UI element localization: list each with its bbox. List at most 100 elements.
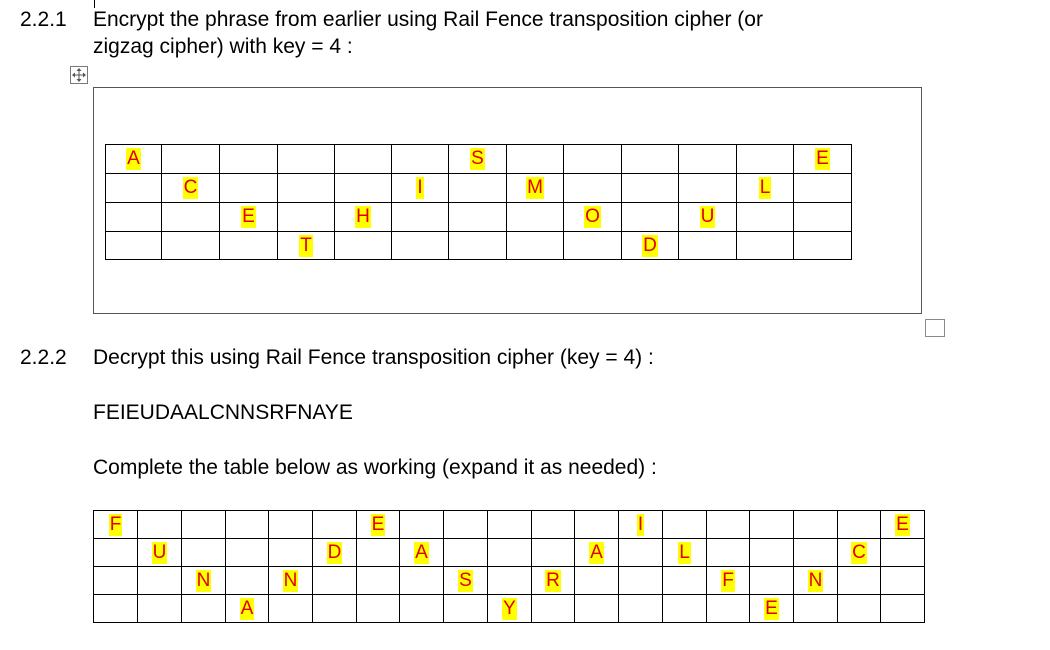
table-cell[interactable]: [706, 510, 750, 539]
table-cell[interactable]: E: [749, 594, 794, 623]
table-cell[interactable]: [334, 231, 392, 260]
table-cell[interactable]: [574, 594, 619, 623]
table-cell[interactable]: [399, 566, 444, 595]
table-cell[interactable]: C: [837, 538, 881, 567]
table-move-handle-icon[interactable]: [70, 66, 88, 84]
table-cell[interactable]: [356, 594, 400, 623]
table-cell[interactable]: [225, 510, 269, 539]
table-cell[interactable]: [277, 173, 335, 203]
table-cell[interactable]: [487, 538, 532, 567]
table-cell[interactable]: [399, 594, 444, 623]
table-cell[interactable]: [531, 594, 575, 623]
table-cell[interactable]: [563, 173, 622, 203]
table-cell[interactable]: [443, 510, 488, 539]
table-cell[interactable]: [749, 510, 794, 539]
table-cell[interactable]: [391, 231, 449, 260]
table-cell[interactable]: [837, 566, 881, 595]
table-cell[interactable]: [161, 144, 220, 174]
table-cell[interactable]: [161, 231, 220, 260]
table-cell[interactable]: [219, 173, 278, 203]
table-cell[interactable]: [793, 202, 852, 232]
table-cell[interactable]: [105, 202, 162, 232]
table-cell[interactable]: [93, 538, 138, 567]
table-cell[interactable]: [618, 538, 663, 567]
table-cell[interactable]: [749, 538, 794, 567]
table-cell[interactable]: O: [563, 202, 622, 232]
table-cell[interactable]: [181, 594, 226, 623]
table-resize-handle[interactable]: [925, 319, 945, 337]
table-cell[interactable]: [574, 510, 619, 539]
table-cell[interactable]: [506, 231, 564, 260]
table-cell[interactable]: [312, 510, 357, 539]
table-cell[interactable]: F: [706, 566, 750, 595]
table-cell[interactable]: [487, 510, 532, 539]
table-cell[interactable]: I: [391, 173, 449, 203]
table-cell[interactable]: [487, 566, 532, 595]
table-cell[interactable]: [531, 510, 575, 539]
table-cell[interactable]: [137, 510, 182, 539]
table-cell[interactable]: [621, 144, 679, 174]
table-cell[interactable]: [736, 202, 794, 232]
table-cell[interactable]: I: [618, 510, 663, 539]
table-cell[interactable]: [137, 594, 182, 623]
table-cell[interactable]: [443, 594, 488, 623]
table-cell[interactable]: [448, 173, 507, 203]
table-cell[interactable]: [443, 538, 488, 567]
table-cell[interactable]: [793, 173, 852, 203]
table-cell[interactable]: [391, 144, 449, 174]
table-cell[interactable]: U: [678, 202, 737, 232]
table-cell[interactable]: [506, 144, 564, 174]
table-cell[interactable]: E: [793, 144, 852, 174]
table-cell[interactable]: [161, 202, 220, 232]
table-cell[interactable]: [105, 173, 162, 203]
table-cell[interactable]: H: [334, 202, 392, 232]
table-cell[interactable]: E: [219, 202, 278, 232]
table-cell[interactable]: [277, 144, 335, 174]
table-cell[interactable]: [837, 594, 881, 623]
table-cell[interactable]: [268, 538, 313, 567]
table-cell[interactable]: N: [793, 566, 838, 595]
table-cell[interactable]: [219, 144, 278, 174]
table-cell[interactable]: [662, 594, 707, 623]
table-cell[interactable]: A: [399, 538, 444, 567]
table-cell[interactable]: D: [312, 538, 357, 567]
table-cell[interactable]: [334, 144, 392, 174]
table-cell[interactable]: [793, 594, 838, 623]
table-cell[interactable]: [736, 144, 794, 174]
table-cell[interactable]: T: [277, 231, 335, 260]
table-cell[interactable]: [662, 510, 707, 539]
table-cell[interactable]: [736, 231, 794, 260]
table-cell[interactable]: S: [448, 144, 507, 174]
table-cell[interactable]: E: [356, 510, 400, 539]
table-cell[interactable]: [312, 594, 357, 623]
table-cell[interactable]: [563, 144, 622, 174]
table-cell[interactable]: [334, 173, 392, 203]
table-cell[interactable]: [706, 594, 750, 623]
table-cell[interactable]: M: [506, 173, 564, 203]
table-cell[interactable]: [391, 202, 449, 232]
answer-box-frame[interactable]: [93, 87, 922, 314]
table-cell[interactable]: [793, 510, 838, 539]
table-cell[interactable]: [837, 510, 881, 539]
table-cell[interactable]: [277, 202, 335, 232]
table-cell[interactable]: [621, 202, 679, 232]
table-cell[interactable]: [356, 566, 400, 595]
table-cell[interactable]: [356, 538, 400, 567]
table-cell[interactable]: [678, 173, 737, 203]
table-cell[interactable]: A: [574, 538, 619, 567]
table-cell[interactable]: [93, 566, 138, 595]
table-cell[interactable]: [93, 594, 138, 623]
table-cell[interactable]: [621, 173, 679, 203]
table-cell[interactable]: N: [268, 566, 313, 595]
table-cell[interactable]: L: [662, 538, 707, 567]
table-cell[interactable]: [793, 538, 838, 567]
table-cell[interactable]: U: [137, 538, 182, 567]
table-cell[interactable]: C: [161, 173, 220, 203]
table-cell[interactable]: [880, 566, 925, 595]
table-cell[interactable]: [880, 538, 925, 567]
table-cell[interactable]: [880, 594, 925, 623]
table-cell[interactable]: [225, 566, 269, 595]
table-cell[interactable]: Y: [487, 594, 532, 623]
table-cell[interactable]: F: [93, 510, 138, 539]
table-cell[interactable]: [219, 231, 278, 260]
